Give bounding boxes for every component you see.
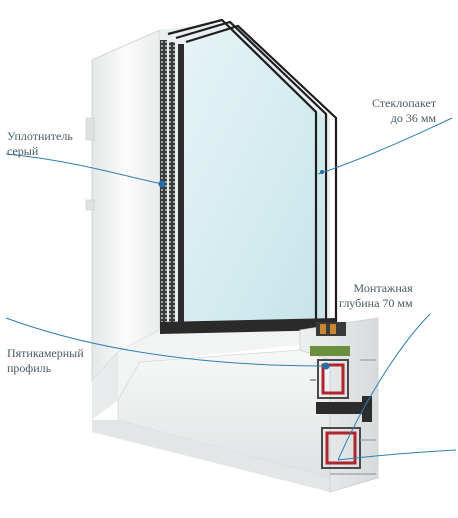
callout-line-profile xyxy=(5,317,327,367)
dot-marker-icon xyxy=(320,170,324,174)
callout-lines xyxy=(5,117,457,461)
callout-line-depth-tail xyxy=(337,449,457,461)
callout-mount-depth-line1: Монтажная xyxy=(353,281,413,295)
profile-cross-section xyxy=(299,317,379,493)
dot-marker-icon xyxy=(322,362,330,370)
callout-glass-unit-line2: до 36 мм xyxy=(390,111,437,125)
callout-line-depth xyxy=(337,313,431,461)
callout-profile-line2: профиль xyxy=(7,361,52,375)
callout-glass-unit-label: Стеклопакет до 36 мм xyxy=(372,96,436,126)
callout-seal-line2: серый xyxy=(7,144,39,158)
callout-line-seal xyxy=(5,153,163,185)
frame-bottom xyxy=(92,330,331,492)
callout-seal-label: Уплотнитель серый xyxy=(7,129,73,159)
callout-profile-label: Пятикамерный профиль xyxy=(7,346,84,376)
glass-unit xyxy=(160,18,338,334)
callout-seal-line1: Уплотнитель xyxy=(7,129,73,143)
callout-mount-depth-line2: глубина 70 мм xyxy=(339,296,413,310)
callout-line-glass xyxy=(317,117,453,175)
callout-mount-depth-label: Монтажная глубина 70 мм xyxy=(339,281,413,311)
dot-marker-icon xyxy=(158,180,166,188)
callout-glass-unit-line1: Стеклопакет xyxy=(372,96,437,110)
callout-profile-line1: Пятикамерный xyxy=(7,346,84,360)
